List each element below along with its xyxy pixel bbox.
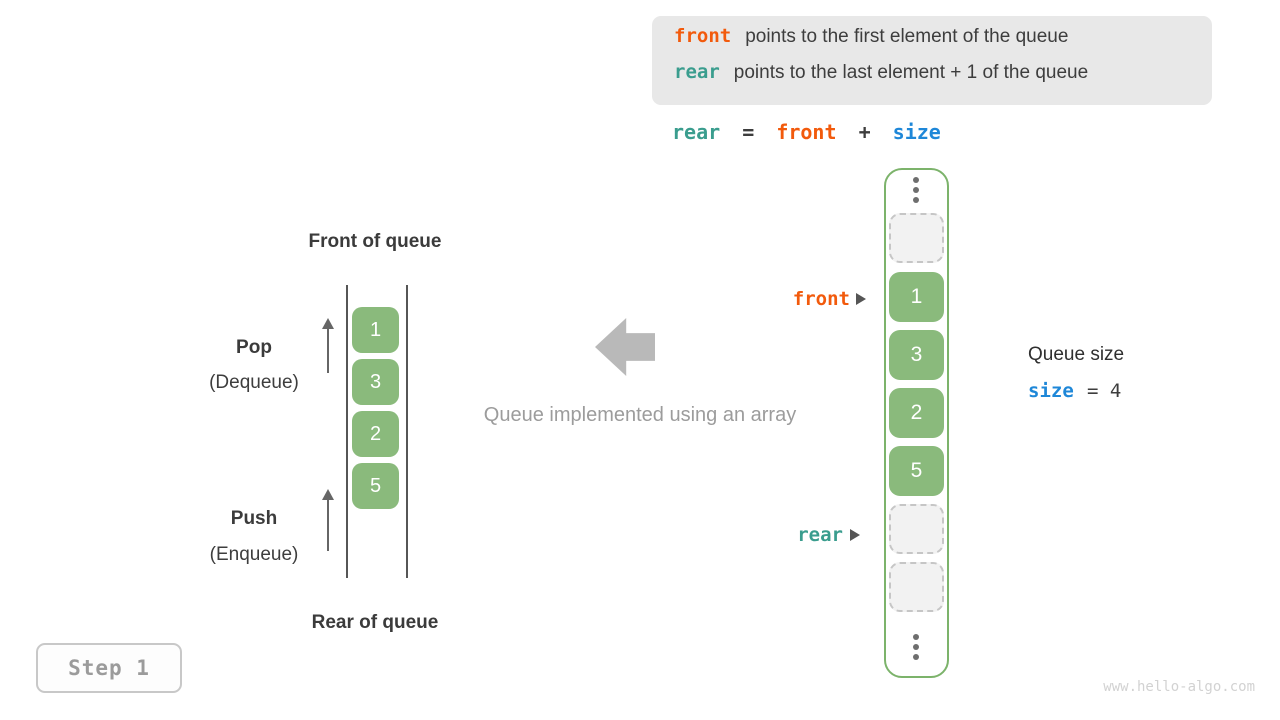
array-cell: 1 xyxy=(889,272,944,322)
array-cell: 3 xyxy=(889,330,944,380)
rear-pointer-label: rear xyxy=(797,524,843,546)
push-label: Push xyxy=(230,508,278,529)
equation: rear = front + size xyxy=(672,120,951,144)
dequeue-label: (Dequeue) xyxy=(209,372,299,393)
array-caption: Queue implemented using an array xyxy=(483,404,797,426)
rear-pointer-arrow-icon xyxy=(850,529,860,541)
right-rail xyxy=(406,285,408,578)
front-of-queue-title: Front of queue xyxy=(308,231,442,252)
arrow-head xyxy=(322,318,334,329)
equation-front: front xyxy=(776,120,837,144)
step-badge: Step 1 xyxy=(36,643,182,693)
front-pointer-arrow-icon xyxy=(856,293,866,305)
empty-slot xyxy=(889,562,944,612)
empty-slot xyxy=(889,504,944,554)
left-block-arrow-icon xyxy=(595,318,655,376)
legend-box: front points to the first element of the… xyxy=(652,16,1212,105)
watermark: www.hello-algo.com xyxy=(1103,679,1255,695)
rear-of-queue-title: Rear of queue xyxy=(311,612,439,633)
arrow-stem xyxy=(327,329,329,373)
front-keyword: front xyxy=(674,25,732,47)
equation-rear: rear xyxy=(672,120,721,144)
array-cell: 2 xyxy=(889,388,944,438)
legend-rear-text: points to the last element + 1 of the qu… xyxy=(733,62,1089,83)
equation-equals: = xyxy=(742,120,755,144)
rear-keyword: rear xyxy=(674,61,720,83)
array-cell: 5 xyxy=(889,446,944,496)
arrow-head xyxy=(322,489,334,500)
equation-plus: + xyxy=(858,120,871,144)
pop-label: Pop xyxy=(236,337,272,358)
arrow-stem xyxy=(327,500,329,551)
front-pointer-label: front xyxy=(792,288,850,310)
size-keyword: size xyxy=(1028,380,1074,402)
enqueue-label: (Enqueue) xyxy=(209,544,299,565)
legend-front-text: points to the first element of the queue xyxy=(745,26,1069,47)
empty-slot xyxy=(889,213,944,263)
step-badge-label: Step 1 xyxy=(68,656,150,680)
equation-size: size xyxy=(892,120,941,144)
left-rail xyxy=(346,285,348,578)
ellipsis-bottom-icon xyxy=(913,634,919,660)
size-equals-value: = 4 xyxy=(1087,380,1122,402)
legend-line-front: front points to the first element of the… xyxy=(674,25,1212,61)
queue-cell: 1 xyxy=(352,307,399,353)
queue-size-value: size = 4 xyxy=(1028,380,1121,403)
queue-cell: 3 xyxy=(352,359,399,405)
ellipsis-top-icon xyxy=(913,177,919,203)
queue-size-title: Queue size xyxy=(1028,344,1125,365)
pop-arrow-icon xyxy=(321,318,335,373)
queue-cell: 5 xyxy=(352,463,399,509)
queue-cell: 2 xyxy=(352,411,399,457)
push-arrow-icon xyxy=(321,489,335,551)
legend-line-rear: rear points to the last element + 1 of t… xyxy=(674,61,1212,97)
